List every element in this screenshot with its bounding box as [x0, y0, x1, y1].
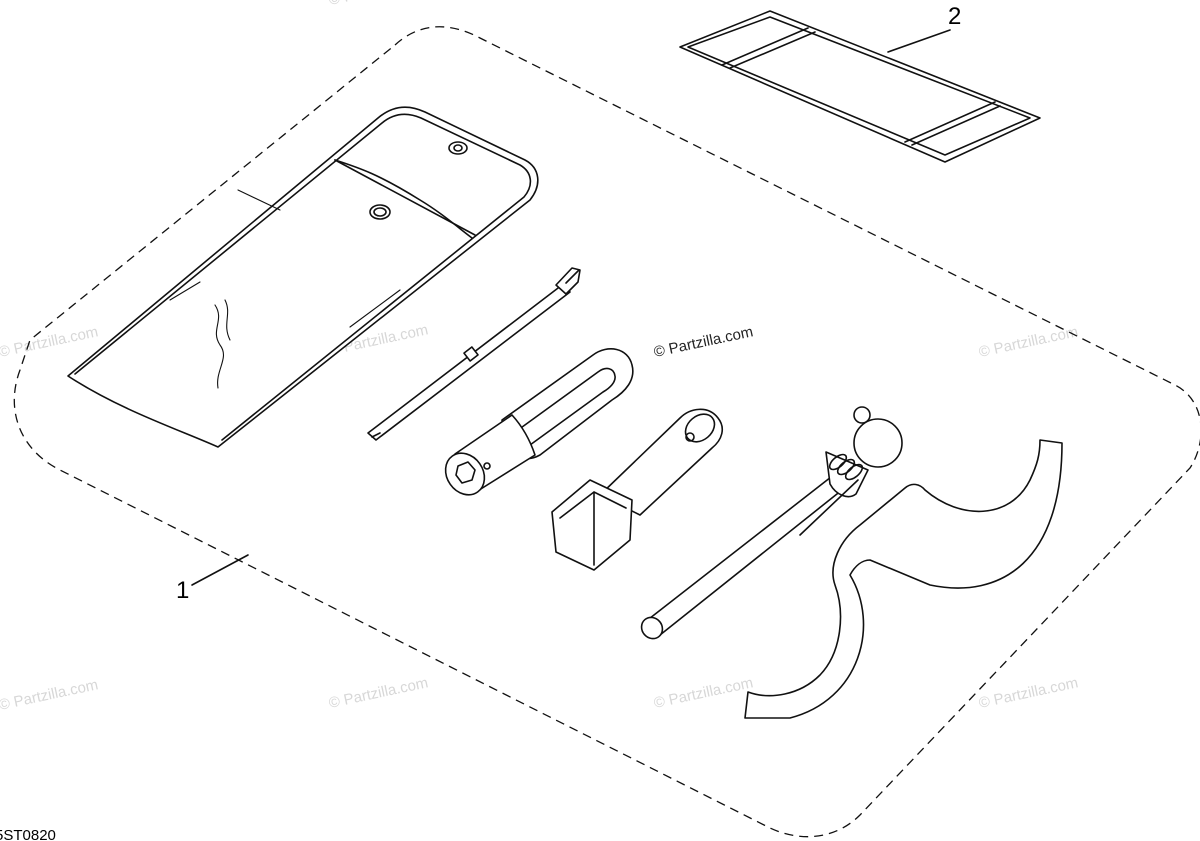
watermark-faint: © Partzilla.com — [327, 0, 429, 9]
watermark-main: © Partzilla.com — [652, 323, 754, 361]
watermark-faint: © Partzilla.com — [0, 323, 100, 361]
screwdriver — [367, 267, 581, 441]
callout-1: 1 — [176, 577, 189, 604]
tire-pressure-gauge — [640, 406, 903, 640]
watermark-faint: © Partzilla.com — [977, 674, 1079, 712]
tool-roll-case — [67, 106, 539, 448]
watermark-faint: © Partzilla.com — [327, 674, 429, 712]
hook-spanner — [744, 439, 1063, 719]
leader-line-1 — [191, 554, 249, 586]
watermark-faint: © Partzilla.com — [0, 676, 100, 714]
pouch-item-2 — [679, 10, 1041, 163]
leader-line-2 — [887, 29, 951, 53]
diagram-code: 5ST0820 — [0, 827, 56, 841]
watermark-faint: © Partzilla.com — [977, 323, 1079, 361]
callout-2: 2 — [948, 3, 961, 30]
spark-plug-socket — [551, 408, 724, 571]
tool-bag-outline — [13, 26, 1200, 838]
socket-wrench — [444, 348, 634, 496]
watermark-faint: © Partzilla.com — [652, 674, 754, 712]
